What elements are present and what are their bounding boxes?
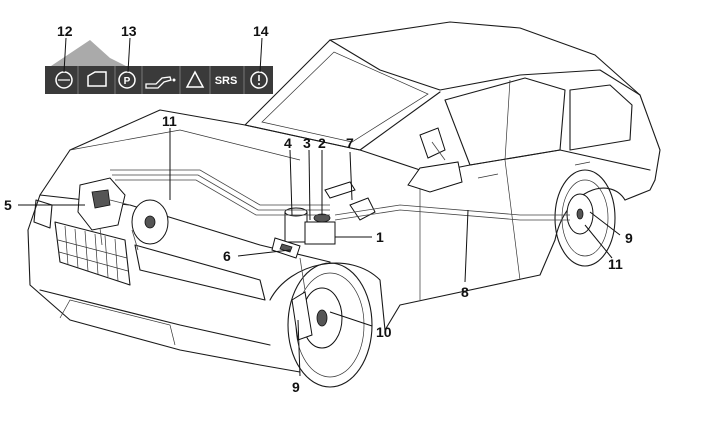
- srs-airbag-icon: SRS: [215, 75, 238, 87]
- callout-3: 3: [303, 135, 311, 151]
- front-wheel: [287, 262, 373, 388]
- brake-lines: [110, 169, 570, 291]
- abs-modulator: [77, 177, 131, 246]
- callout-10: 10: [376, 324, 392, 340]
- oil-pressure-icon: [145, 76, 176, 89]
- callout-13: 13: [121, 23, 137, 39]
- car-body-outline: [27, 21, 661, 373]
- callout-labels: 12 13 14 11 4 3 2 7 5 1 6 9 11 8 10 9: [4, 23, 633, 395]
- brake-pedal-unit: [324, 181, 376, 221]
- parking-brake-icon: P: [118, 71, 136, 89]
- callout-8: 8: [461, 284, 469, 300]
- callout-2: 2: [318, 135, 326, 151]
- callout-12: 12: [57, 23, 73, 39]
- front-grille: [54, 221, 131, 286]
- front-left-brake-unit: [131, 199, 169, 251]
- srs-label: SRS: [215, 75, 238, 87]
- callout-5: 5: [4, 197, 12, 213]
- callout-7: 7: [346, 135, 354, 151]
- master-cylinder-booster: [271, 207, 336, 259]
- leader-lines: [18, 37, 621, 377]
- warning-light-panel: P SRS: [45, 40, 273, 94]
- callout-14: 14: [253, 23, 269, 39]
- callout-9-rear: 9: [625, 230, 633, 246]
- callout-11-front: 11: [162, 113, 177, 129]
- svg-text:P: P: [124, 76, 131, 87]
- door-open-icon: [87, 71, 107, 87]
- callout-4: 4: [284, 135, 292, 151]
- callout-6: 6: [223, 248, 231, 264]
- brake-warning-icon: [250, 71, 268, 89]
- callout-11-rear: 11: [608, 256, 623, 272]
- callout-1: 1: [376, 229, 384, 245]
- rear-brake-unit: [419, 127, 446, 161]
- warning-triangle-icon: [185, 70, 205, 88]
- callout-9-front: 9: [292, 379, 300, 395]
- rear-wheel: [554, 169, 616, 267]
